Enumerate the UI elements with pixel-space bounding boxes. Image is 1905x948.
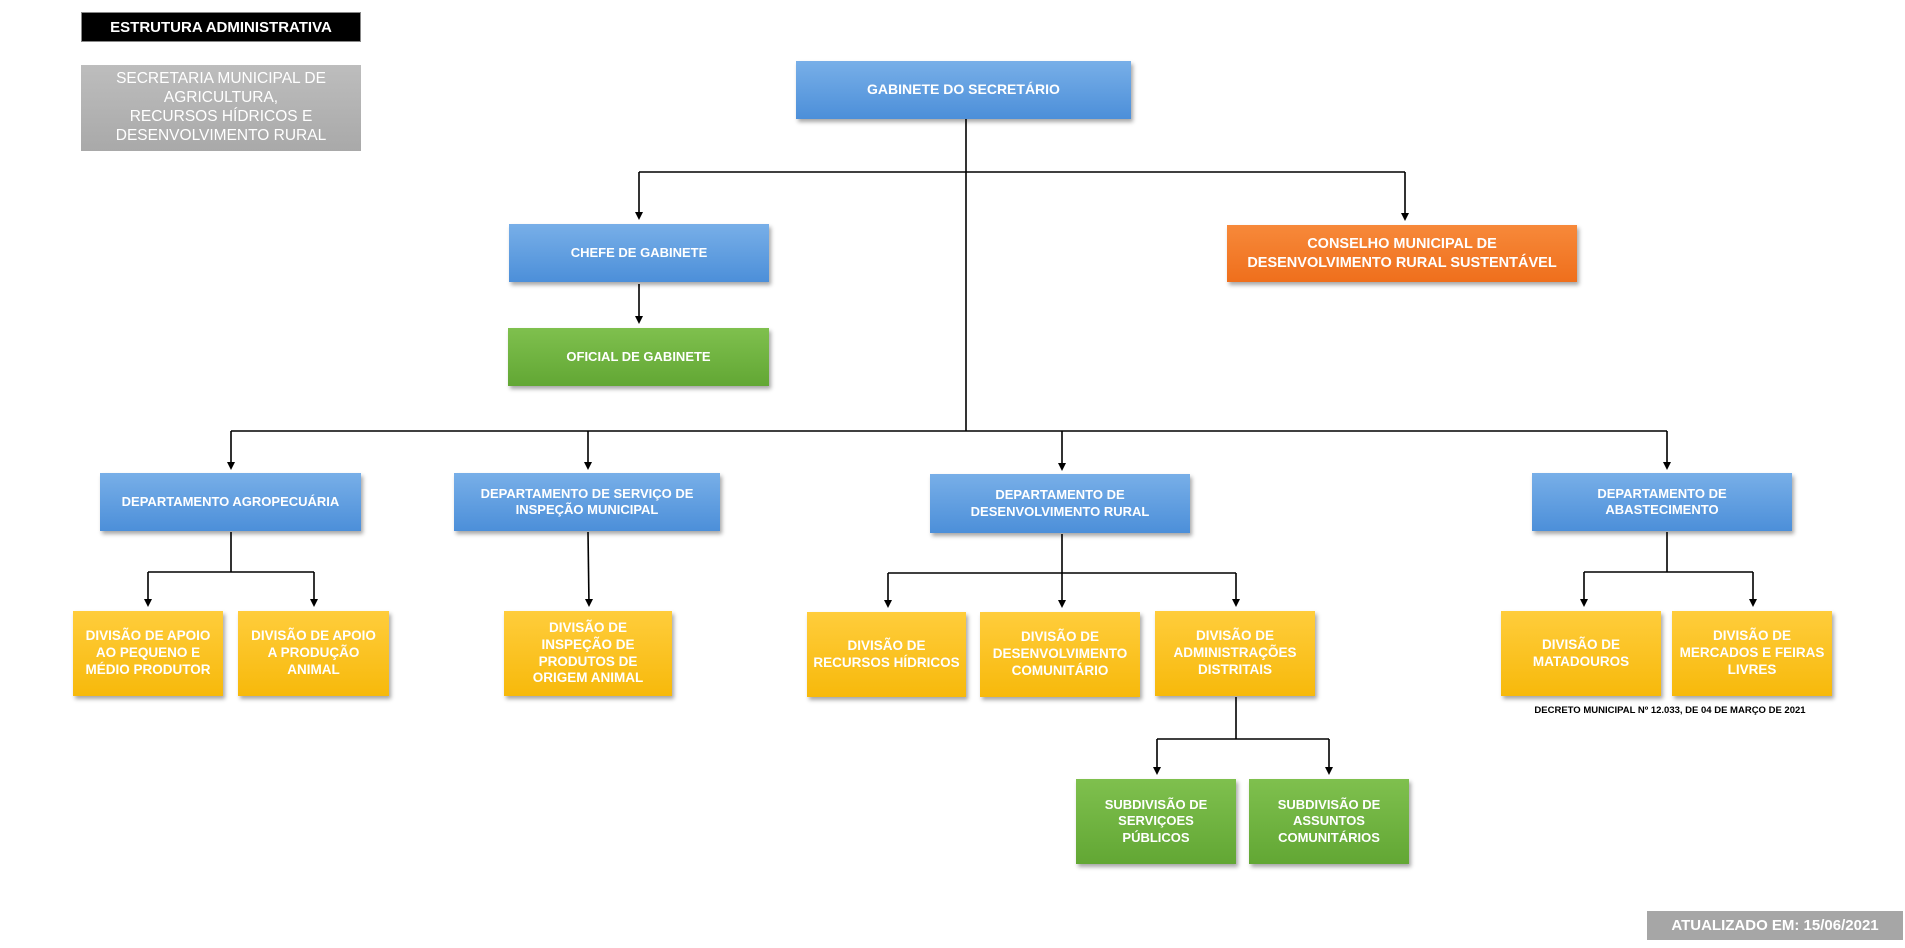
page-title: ESTRUTURA ADMINISTRATIVA <box>81 12 361 42</box>
decree-note: DECRETO MUNICIPAL Nº 12.033, DE 04 DE MA… <box>1534 705 1806 716</box>
node-label: DIVISÃO DE APOIO A PRODUÇÃO ANIMAL <box>251 628 376 677</box>
node-divisao-producao-animal: DIVISÃO DE APOIO A PRODUÇÃO ANIMAL <box>238 611 389 696</box>
secretaria-text: SECRETARIA MUNICIPAL DE AGRICULTURA, REC… <box>115 70 327 144</box>
node-label: DEPARTAMENTO DE ABASTECIMENTO <box>1597 485 1727 517</box>
node-label: DEPARTAMENTO DE DESENVOLVIMENTO RURAL <box>970 487 1150 519</box>
node-divisao-recursos-hidricos: DIVISÃO DE RECURSOS HÍDRICOS <box>807 612 966 697</box>
node-chefe-gabinete: CHEFE DE GABINETE <box>509 224 769 282</box>
node-departamento-agropecuaria: DEPARTAMENTO AGROPECUÁRIA <box>100 473 361 531</box>
node-divisao-inspecao-produtos: DIVISÃO DE INSPEÇÃO DE PRODUTOS DE ORIGE… <box>504 611 672 696</box>
node-divisao-desenvolvimento-comunitario: DIVISÃO DE DESENVOLVIMENTO COMUNITÁRIO <box>980 612 1140 697</box>
node-departamento-desenvolvimento: DEPARTAMENTO DE DESENVOLVIMENTO RURAL <box>930 474 1190 533</box>
secretaria-label: SECRETARIA MUNICIPAL DE AGRICULTURA, REC… <box>81 65 361 151</box>
node-departamento-abastecimento: DEPARTAMENTO DE ABASTECIMENTO <box>1532 473 1792 531</box>
node-label: DIVISÃO DE MATADOUROS <box>1532 636 1630 669</box>
node-label: DEPARTAMENTO AGROPECUÁRIA <box>121 493 340 509</box>
node-departamento-inspecao: DEPARTAMENTO DE SERVIÇO DE INSPEÇÃO MUNI… <box>454 473 720 531</box>
node-oficial-gabinete: OFICIAL DE GABINETE <box>508 328 769 386</box>
node-divisao-mercados-feiras: DIVISÃO DE MERCADOS E FEIRAS LIVRES <box>1672 611 1832 696</box>
node-label: SUBDIVISÃO DE ASSUNTOS COMUNITÁRIOS <box>1277 797 1381 845</box>
node-label: DIVISÃO DE MERCADOS E FEIRAS LIVRES <box>1679 628 1825 677</box>
node-divisao-matadouros: DIVISÃO DE MATADOUROS <box>1501 611 1661 696</box>
node-divisao-administracoes-distritais: DIVISÃO DE ADMINISTRAÇÕES DISTRITAIS <box>1155 611 1315 696</box>
node-label: DIVISÃO DE INSPEÇÃO DE PRODUTOS DE ORIGE… <box>532 619 644 686</box>
node-label: DIVISÃO DE ADMINISTRAÇÕES DISTRITAIS <box>1173 628 1297 677</box>
node-subdivisao-servicos-publicos: SUBDIVISÃO DE SERVIÇOES PÚBLICOS <box>1076 779 1236 864</box>
node-label: DIVISÃO DE RECURSOS HÍDRICOS <box>813 637 960 670</box>
node-label: DIVISÃO DE APOIO AO PEQUENO E MÉDIO PROD… <box>85 628 211 677</box>
node-label: DIVISÃO DE DESENVOLVIMENTO COMUNITÁRIO <box>992 629 1128 678</box>
updated-badge: ATUALIZADO EM: 15/06/2021 <box>1647 911 1903 940</box>
node-subdivisao-assuntos-comunitarios: SUBDIVISÃO DE ASSUNTOS COMUNITÁRIOS <box>1249 779 1409 864</box>
node-label: OFICIAL DE GABINETE <box>566 348 711 364</box>
node-label: DEPARTAMENTO DE SERVIÇO DE INSPEÇÃO MUNI… <box>480 485 694 517</box>
node-label: SUBDIVISÃO DE SERVIÇOES PÚBLICOS <box>1104 797 1208 845</box>
node-label: CHEFE DE GABINETE <box>570 244 708 260</box>
node-conselho-municipal: CONSELHO MUNICIPAL DE DESENVOLVIMENTO RU… <box>1227 225 1577 282</box>
node-label: CONSELHO MUNICIPAL DE DESENVOLVIMENTO RU… <box>1247 236 1557 271</box>
node-divisao-pequeno-produtor: DIVISÃO DE APOIO AO PEQUENO E MÉDIO PROD… <box>73 611 223 696</box>
node-label: GABINETE DO SECRETÁRIO <box>867 81 1060 98</box>
node-gabinete-secretario: GABINETE DO SECRETÁRIO <box>796 61 1131 119</box>
